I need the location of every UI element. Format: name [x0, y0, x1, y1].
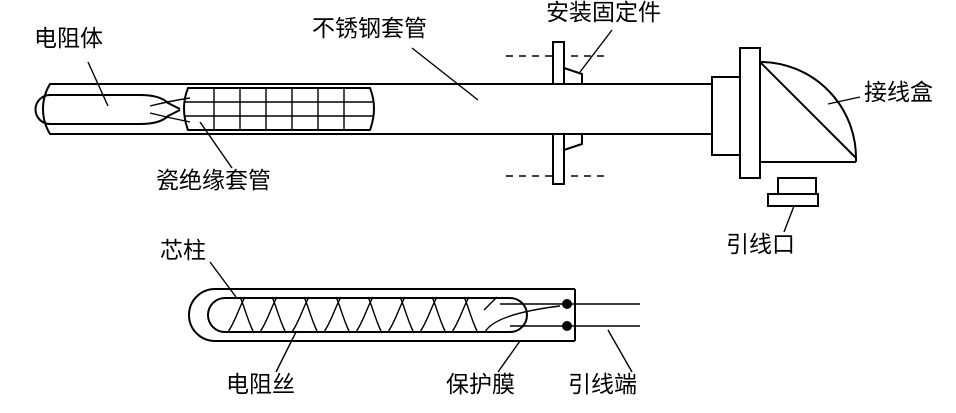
label-protective-film: 保护膜 [446, 372, 515, 398]
stainless-sheath-tube [41, 83, 712, 135]
label-lead-terminal: 引线端 [568, 372, 637, 398]
label-resistance-wire: 电阻丝 [226, 372, 295, 398]
detail-lead-wires [500, 299, 640, 331]
mounting-fixture [506, 41, 610, 185]
label-junction-box: 接线盒 [864, 80, 933, 106]
label-ceramic-sleeve: 瓷绝缘套管 [156, 168, 271, 194]
detail-core-rod [207, 297, 561, 333]
label-stainless-sheath: 不锈钢套管 [312, 16, 427, 42]
label-resistor-body: 电阻体 [34, 26, 103, 52]
detail-resistance-wire-coils [227, 296, 498, 334]
label-lead-outlet: 引线口 [726, 232, 795, 258]
label-mounting-fixture: 安装固定件 [546, 0, 661, 26]
label-core-rod: 芯柱 [160, 238, 206, 264]
ceramic-sleeve-grid [183, 87, 375, 131]
junction-box [711, 47, 857, 207]
resistor-body-element [34, 94, 191, 125]
detail-protective-film [188, 288, 576, 342]
leader-lines [87, 29, 861, 373]
